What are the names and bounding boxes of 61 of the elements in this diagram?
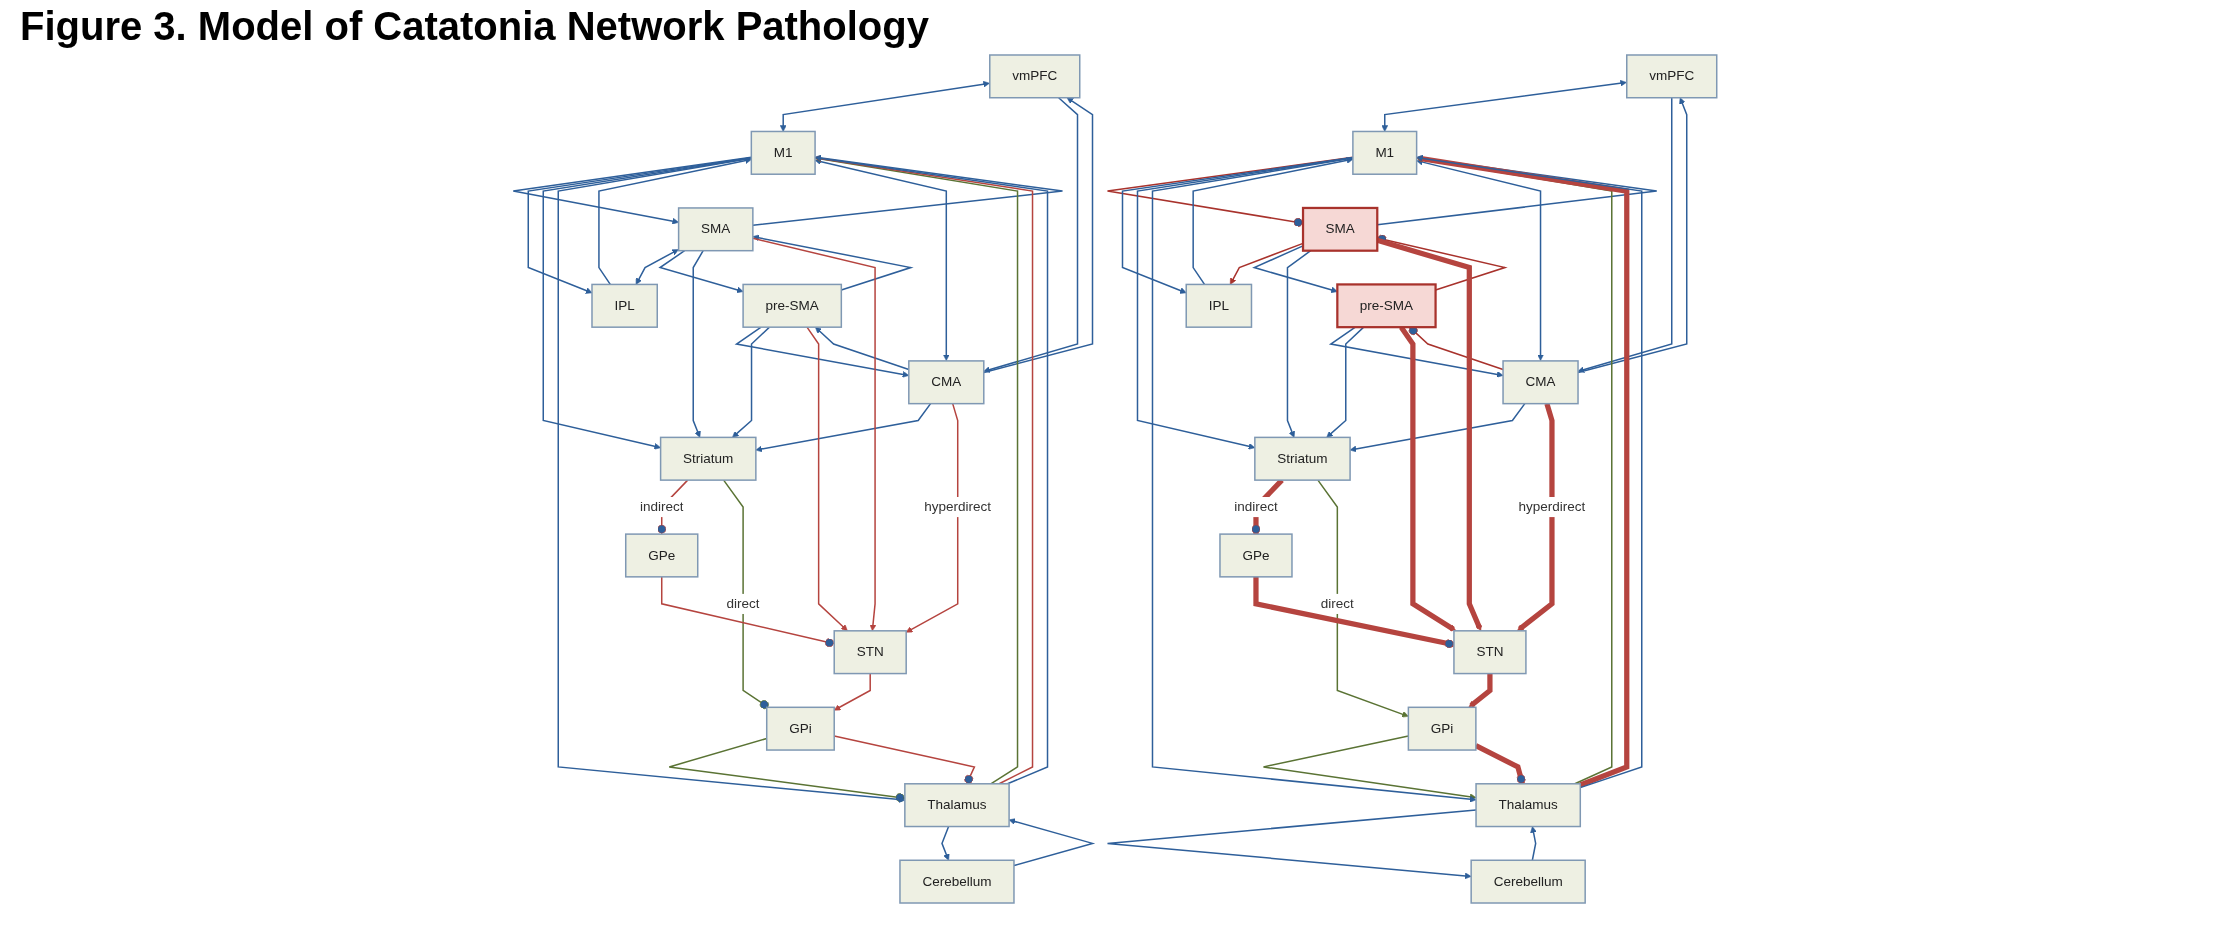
node-box: Thalamus [904, 783, 1010, 828]
arrow [1530, 826, 1537, 861]
arrow [732, 326, 771, 438]
node-box: STN [1453, 630, 1527, 675]
arrow [755, 402, 932, 453]
figure-title: Figure 3. Model of Catatonia Network Pathology [20, 4, 929, 49]
node-box: vmPFC [1626, 54, 1718, 99]
arrow [1517, 402, 1555, 632]
arrow [1106, 809, 1477, 880]
arrow [557, 157, 906, 803]
edge-label: indirect [639, 499, 684, 515]
edge-label: direct [726, 595, 760, 611]
arrow [692, 249, 704, 438]
arrow [905, 402, 959, 633]
node-box: Thalamus [1475, 783, 1582, 828]
arrow [1262, 735, 1477, 801]
connector [722, 479, 770, 710]
arrow [752, 237, 877, 632]
node-box: GPe [1219, 533, 1293, 578]
arrow [1468, 673, 1493, 708]
arrow [1317, 479, 1409, 718]
node-box: Cerebellum [899, 859, 1015, 904]
node-box: CMA [1502, 360, 1579, 405]
node-box: SMA [677, 207, 754, 252]
edge-label: direct [1320, 595, 1354, 611]
node-box: pre-SMA [1336, 283, 1437, 329]
arrow [1381, 79, 1627, 132]
node-box: SMA [1301, 206, 1379, 252]
arrow [1416, 158, 1544, 361]
arrow [752, 154, 1064, 226]
node-box: GPi [766, 706, 835, 751]
node-box: vmPFC [989, 54, 1081, 99]
node-box: STN [833, 630, 907, 675]
arrow [542, 157, 753, 450]
arrow [1252, 245, 1338, 294]
arrow [833, 672, 871, 711]
arrow [658, 249, 744, 294]
node-box: Striatum [659, 436, 757, 481]
node-box: IPL [1185, 283, 1253, 328]
arrow [527, 156, 753, 294]
arrow [941, 825, 950, 861]
arrow [806, 326, 848, 632]
node-box: Striatum [1254, 436, 1351, 481]
arrow [1230, 242, 1304, 285]
arrow [752, 234, 914, 291]
node-box: pre-SMA [742, 283, 843, 328]
edge-label: hyperdirect [924, 499, 992, 515]
edge-label: hyperdirect [1518, 499, 1586, 515]
node-box: CMA [908, 360, 985, 405]
node-box: GPi [1407, 706, 1477, 751]
node-box: IPL [591, 283, 658, 328]
arrow [1151, 157, 1477, 803]
edge-label: indirect [1234, 499, 1278, 515]
node-box: M1 [750, 130, 816, 175]
arrow [779, 80, 990, 132]
connector [661, 576, 835, 648]
node-box: Cerebellum [1470, 859, 1586, 904]
arrow [598, 157, 752, 286]
arrow [635, 249, 679, 285]
node-box: M1 [1352, 130, 1418, 175]
node-box: GPe [625, 533, 699, 578]
